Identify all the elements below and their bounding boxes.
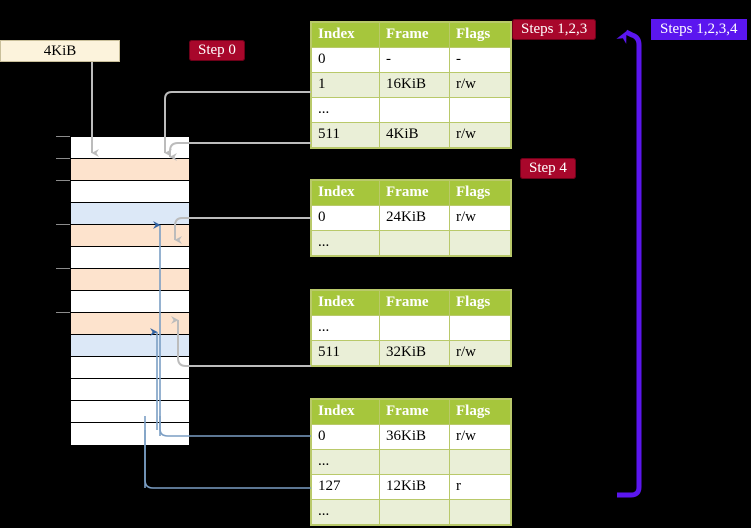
table-row: 511 4KiB r/w [311, 122, 511, 148]
cell-flags: - [449, 47, 511, 73]
cell-frame [379, 97, 450, 123]
cell-frame: 16KiB [379, 72, 450, 98]
badge-step-4: Step 4 [520, 158, 576, 179]
cell-flags: r/w [449, 205, 511, 231]
table-row: ... [311, 449, 511, 475]
column-header-frame: Frame [379, 399, 450, 425]
wire-steps-loopback-arrow [616, 29, 642, 498]
cell-index: 511 [311, 340, 380, 366]
cell-flags [449, 97, 511, 123]
cell-index: ... [311, 230, 380, 256]
memory-cell [71, 379, 189, 401]
memory-cell [71, 313, 189, 335]
page-table-1: Index Frame Flags 0 24KiB r/w ... [311, 180, 511, 256]
column-header-flags: Flags [449, 290, 511, 316]
memory-cell [71, 291, 189, 313]
table-row: ... [311, 499, 511, 525]
frame-4kib-box: 4KiB [0, 40, 120, 62]
column-header-flags: Flags [449, 22, 511, 48]
cell-flags: r/w [449, 122, 511, 148]
column-header-index: Index [311, 290, 380, 316]
badge-steps-1-2-3: Steps 1,2,3 [512, 19, 597, 40]
column-header-frame: Frame [379, 290, 450, 316]
cell-flags [449, 230, 511, 256]
table-row: 0 36KiB r/w [311, 424, 511, 450]
table-row: 0 24KiB r/w [311, 205, 511, 231]
cell-index: 127 [311, 474, 380, 500]
cell-frame: 24KiB [379, 205, 450, 231]
page-table-0: Index Frame Flags 0 - - 1 16KiB r/w ... [311, 22, 511, 148]
table-header-row: Index Frame Flags [311, 22, 511, 48]
column-header-index: Index [311, 22, 380, 48]
table-header-row: Index Frame Flags [311, 399, 511, 425]
badge-steps-1-2-3-4: Steps 1,2,3,4 [651, 19, 747, 40]
cell-frame: 36KiB [379, 424, 450, 450]
column-header-frame: Frame [379, 22, 450, 48]
table-row: 1 16KiB r/w [311, 72, 511, 98]
badge-step-0: Step 0 [189, 40, 245, 61]
memory-cell [71, 159, 189, 181]
cell-frame: 4KiB [379, 122, 450, 148]
memory-cell [71, 137, 189, 159]
memory-cell [71, 247, 189, 269]
cell-frame [379, 499, 450, 525]
cell-index: ... [311, 499, 380, 525]
cell-index: 0 [311, 424, 380, 450]
memory-tick [56, 158, 70, 159]
cell-flags: r/w [449, 424, 511, 450]
column-header-index: Index [311, 399, 380, 425]
cell-flags [449, 499, 511, 525]
cell-flags: r/w [449, 340, 511, 366]
cell-flags: r/w [449, 72, 511, 98]
page-table-2: Index Frame Flags ... 511 32KiB r/w [311, 290, 511, 366]
page-table-3: Index Frame Flags 0 36KiB r/w ... 127 12… [311, 399, 511, 525]
memory-cell [71, 357, 189, 379]
cell-index: 0 [311, 47, 380, 73]
frame-4kib-label: 4KiB [43, 42, 77, 59]
table-header-row: Index Frame Flags [311, 180, 511, 206]
wire-t1r0-to-memory [174, 217, 311, 244]
cell-index: ... [311, 315, 380, 341]
table-header-row: Index Frame Flags [311, 290, 511, 316]
memory-tick [56, 268, 70, 269]
cell-frame: - [379, 47, 450, 73]
memory-cell [71, 335, 189, 357]
column-header-flags: Flags [449, 180, 511, 206]
column-header-frame: Frame [379, 180, 450, 206]
wire-t0r511-to-memory [169, 142, 311, 161]
table-row: ... [311, 315, 511, 341]
memory-tick [56, 224, 70, 225]
memory-cell [71, 225, 189, 247]
cell-frame: 32KiB [379, 340, 450, 366]
table-row: ... [311, 97, 511, 123]
memory-cell [71, 203, 189, 225]
table-row: ... [311, 230, 511, 256]
cell-frame [379, 315, 450, 341]
physical-memory-column [70, 136, 190, 445]
cell-index: ... [311, 97, 380, 123]
cell-flags [449, 315, 511, 341]
cell-flags [449, 449, 511, 475]
memory-cell [71, 181, 189, 203]
memory-tick [56, 312, 70, 313]
wire-t2r511-to-memory [171, 316, 311, 367]
cell-index: 1 [311, 72, 380, 98]
cell-frame: 12KiB [379, 474, 450, 500]
cell-frame [379, 449, 450, 475]
column-header-index: Index [311, 180, 380, 206]
memory-cell [71, 269, 189, 291]
cell-index: 0 [311, 205, 380, 231]
cell-frame [379, 230, 450, 256]
table-row: 0 - - [311, 47, 511, 73]
table-row: 511 32KiB r/w [311, 340, 511, 366]
memory-cell [71, 423, 189, 445]
cell-flags: r [449, 474, 511, 500]
cell-index: ... [311, 449, 380, 475]
memory-cell [71, 401, 189, 423]
column-header-flags: Flags [449, 399, 511, 425]
memory-tick [56, 180, 70, 181]
cell-index: 511 [311, 122, 380, 148]
memory-tick [56, 136, 70, 137]
table-row: 127 12KiB r [311, 474, 511, 500]
